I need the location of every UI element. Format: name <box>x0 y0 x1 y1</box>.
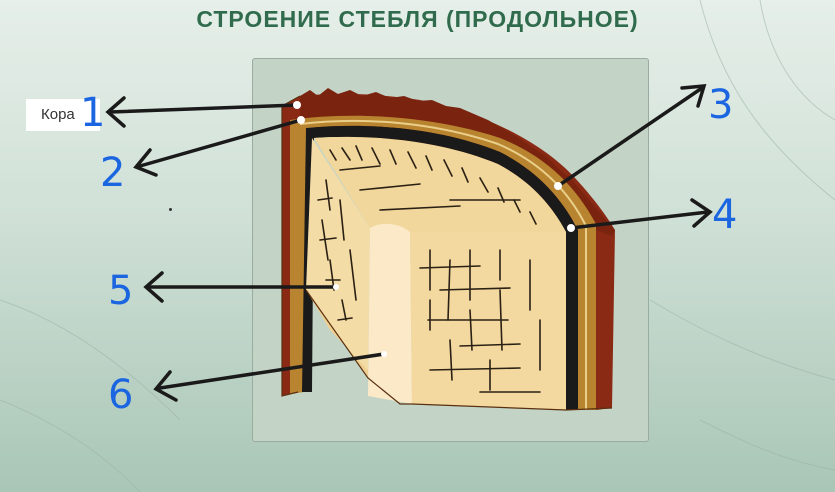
wood-left-face <box>306 138 370 378</box>
arrowhead-1 <box>105 96 126 128</box>
number-4: 4 <box>712 192 737 238</box>
arrow-1 <box>108 103 299 114</box>
wood-grain <box>317 145 541 393</box>
arrowhead-6 <box>153 370 178 402</box>
arrow-2 <box>138 118 303 168</box>
pith-layer <box>368 223 412 404</box>
point-4 <box>567 224 575 232</box>
number-3: 3 <box>708 82 733 128</box>
number-5: 5 <box>108 268 133 314</box>
number-1: 1 <box>80 90 105 136</box>
point-3 <box>554 182 562 190</box>
stray-dot <box>169 208 172 211</box>
number-6: 6 <box>108 372 133 418</box>
arrowhead-3 <box>680 84 707 108</box>
wood-front-face <box>410 232 566 410</box>
page-title: СТРОЕНИЕ СТЕБЛЯ (ПРОДОЛЬНОЕ) <box>196 6 639 32</box>
point-2 <box>297 116 305 124</box>
point-5 <box>333 284 339 290</box>
arrowhead-4 <box>690 198 713 228</box>
number-2: 2 <box>100 150 125 196</box>
arrowhead-2 <box>133 148 158 177</box>
bast-line <box>299 119 587 410</box>
arrow-3 <box>556 86 704 188</box>
arrow-6 <box>158 352 386 390</box>
point-6 <box>381 351 387 357</box>
wood-top-face <box>314 136 566 232</box>
arrowhead-5 <box>143 271 164 303</box>
point-1 <box>293 101 301 109</box>
arrow-4 <box>569 210 710 230</box>
bark-label: Кора <box>26 99 100 131</box>
